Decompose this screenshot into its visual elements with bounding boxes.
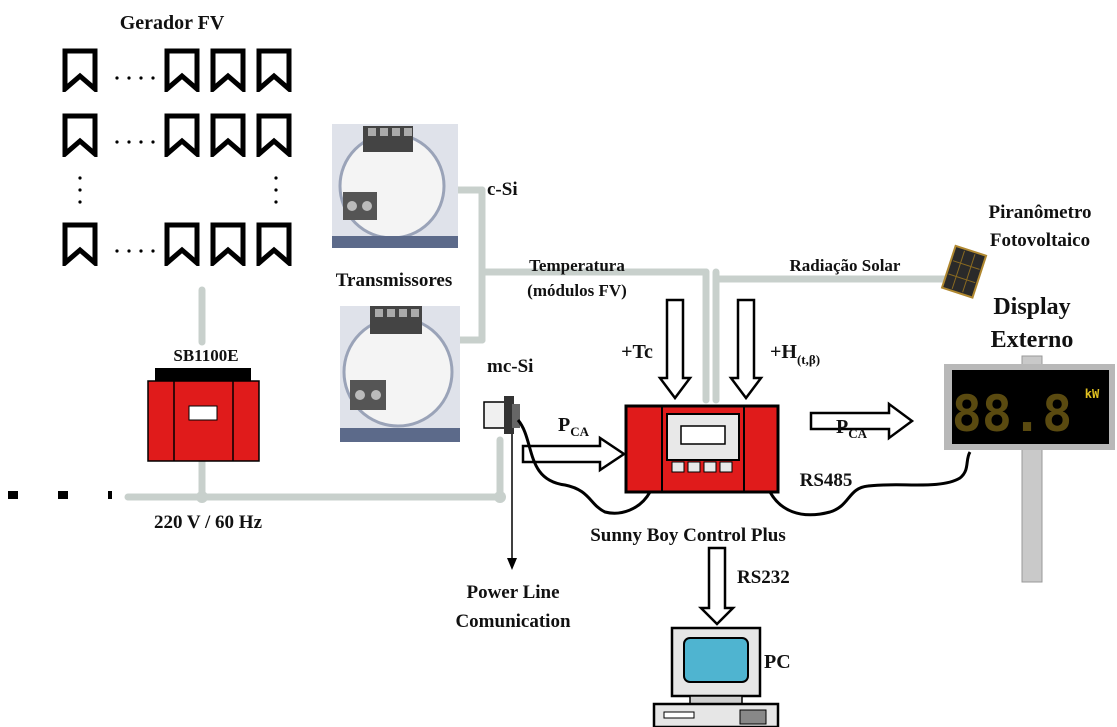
- grid-dashes: [8, 491, 112, 499]
- controller-icon: [626, 406, 778, 492]
- plc-arrowhead: [507, 558, 517, 570]
- rs232-arrow: [701, 548, 733, 624]
- rs232-label: RS232: [737, 567, 790, 588]
- pv-module-icon: [65, 225, 95, 263]
- csi-label: c-Si: [487, 179, 518, 200]
- pv-module-icon: [65, 51, 95, 89]
- solar-radiation-label: Radiação Solar: [790, 256, 901, 275]
- plc-label-line2: Comunication: [455, 611, 571, 632]
- h-arrow: [731, 300, 761, 398]
- plc-label-line1: Power Line: [466, 582, 559, 603]
- pv-module-icon: [167, 225, 197, 263]
- pv-module-icon: [167, 116, 197, 154]
- pv-module-icon: [259, 225, 289, 263]
- grid-label: 220 V / 60 Hz: [154, 512, 263, 533]
- pv-array: [65, 51, 289, 263]
- pca-in-label: PCA: [558, 414, 590, 439]
- grid-junction: [196, 491, 208, 503]
- pv-module-icon: [213, 225, 243, 263]
- pc-icon: [654, 628, 778, 727]
- controller-label: Sunny Boy Control Plus: [590, 525, 786, 546]
- pca-arrow-in: [523, 438, 624, 470]
- inverter-icon: [148, 368, 259, 461]
- temperature-label-line2: (módulos FV): [527, 281, 627, 300]
- module-connector: [484, 396, 520, 434]
- display-label-line1: Display: [993, 294, 1070, 320]
- pc-label: PC: [764, 651, 791, 673]
- pyranometer-label-line2: Fotovoltaico: [990, 230, 1090, 251]
- mcsi-label: mc-Si: [487, 356, 533, 377]
- display-value: 88.8: [952, 385, 1072, 443]
- tc-arrow: [660, 300, 690, 398]
- pv-module-icon: [259, 116, 289, 154]
- grid-junction-plc: [494, 491, 506, 503]
- tc-label: +Tc: [621, 341, 653, 363]
- temperature-label-line1: Temperatura: [529, 256, 625, 275]
- pv-module-icon: [213, 51, 243, 89]
- external-display-icon: 88.8 kW: [944, 356, 1115, 582]
- pv-module-icon: [167, 51, 197, 89]
- pv-module-icon: [213, 116, 243, 154]
- pv-module-icon: [259, 51, 289, 89]
- display-label-line2: Externo: [991, 327, 1074, 353]
- display-unit: kW: [1085, 387, 1100, 401]
- pv-module-icon: [65, 116, 95, 154]
- h-label: +H(t,β): [770, 341, 820, 367]
- transmitter-mcsi: [340, 306, 460, 442]
- rs485-label: RS485: [800, 470, 853, 491]
- pyranometer-icon: [942, 246, 986, 298]
- inverter-label: SB1100E: [173, 346, 238, 365]
- transmitters-label: Transmissores: [336, 270, 452, 291]
- pyranometer-label-line1: Piranômetro: [988, 202, 1091, 223]
- transmitter-csi: [332, 124, 458, 248]
- generator-title: Gerador FV: [120, 12, 225, 34]
